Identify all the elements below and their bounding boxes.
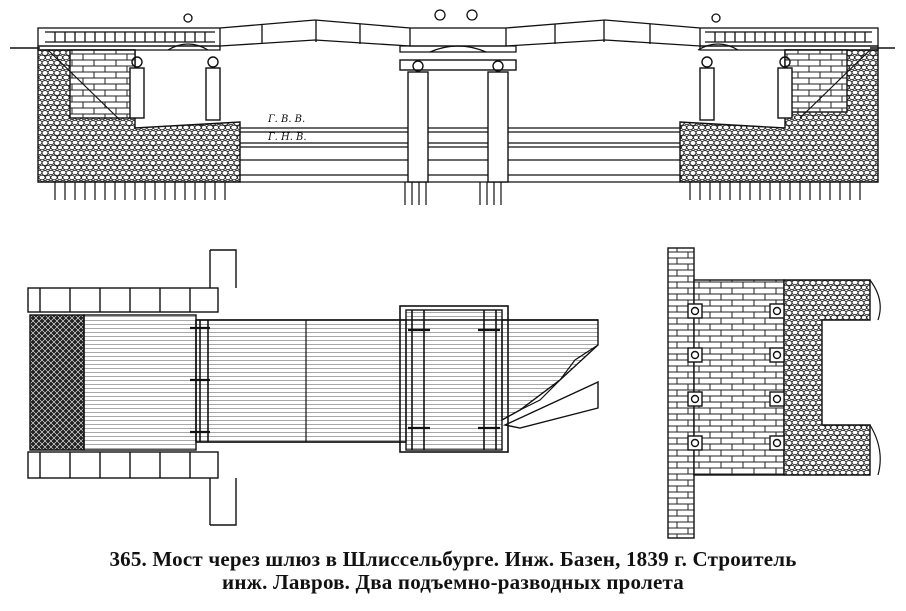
masonry-section: [29, 314, 85, 451]
water: [240, 127, 680, 183]
right-columns: [699, 56, 793, 121]
low-water-label: Г. Н. В.: [267, 132, 307, 143]
deck-planking-left: [83, 314, 197, 451]
mooring-bollards: [687, 303, 785, 451]
piles: [54, 182, 861, 205]
caption-line-1: 365. Мост через шлюз в Шлиссельбурге. Ин…: [109, 547, 797, 571]
left-abutment: [37, 49, 241, 183]
bascule-span-left: [195, 319, 407, 443]
abutment-plan: [667, 247, 881, 539]
caption-line-2: инж. Лавров. Два подъемно-разводных прол…: [222, 570, 684, 594]
central-pier: [399, 59, 517, 183]
bridge-elevation: Г. В. В. Г. Н. В.: [10, 9, 895, 205]
deck-railing: [37, 9, 879, 53]
figure-caption: 365. Мост через шлюз в Шлиссельбурге. Ин…: [0, 548, 906, 594]
bridge-plan: [27, 249, 599, 526]
high-water-label: Г. В. В.: [267, 114, 305, 125]
engineering-drawing: Г. В. В. Г. Н. В.: [10, 9, 895, 539]
right-abutment: [679, 49, 879, 183]
left-columns: [129, 56, 221, 121]
